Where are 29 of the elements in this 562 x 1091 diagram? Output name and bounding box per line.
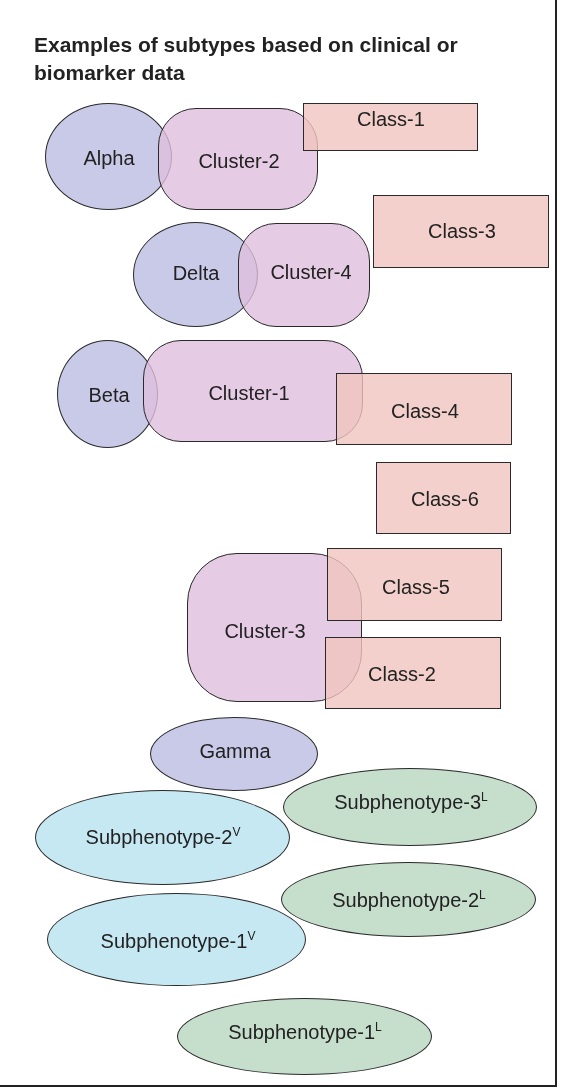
node-label: Cluster-3 bbox=[224, 619, 306, 643]
node-label: Subphenotype-1$^{L}$ bbox=[228, 1020, 382, 1044]
class-box bbox=[303, 103, 478, 151]
node-label: Class-1 bbox=[357, 107, 425, 131]
node-label: Class-6 bbox=[411, 487, 479, 511]
node-label: Subphenotype-2$^{V}$ bbox=[85, 825, 241, 849]
node-label: Cluster-4 bbox=[270, 260, 352, 284]
node-label: Gamma bbox=[199, 739, 271, 763]
node-label: Beta bbox=[88, 383, 130, 407]
class-box bbox=[327, 548, 502, 621]
node-label: Class-4 bbox=[391, 399, 459, 423]
node-label: Class-2 bbox=[368, 662, 436, 686]
cluster-shape bbox=[143, 340, 363, 442]
diagram-title: Examples of subtypes based on clinical or biomarker data bbox=[34, 32, 459, 86]
class-box bbox=[336, 373, 512, 445]
node-label: Class-3 bbox=[428, 219, 496, 243]
cluster-shape bbox=[158, 108, 318, 210]
node-label: Subphenotype-3$^{L}$ bbox=[334, 790, 488, 814]
node-label: Alpha bbox=[83, 146, 135, 170]
node-label: Subphenotype-1$^{V}$ bbox=[100, 929, 256, 953]
node-label: Subphenotype-2$^{L}$ bbox=[332, 888, 486, 912]
node-label: Class-5 bbox=[382, 575, 450, 599]
cluster-shape bbox=[238, 223, 370, 327]
node-label: Delta bbox=[172, 261, 220, 285]
class-box bbox=[373, 195, 549, 268]
node-label: Cluster-2 bbox=[198, 149, 280, 173]
node-label: Cluster-1 bbox=[208, 381, 290, 405]
class-box bbox=[325, 637, 501, 709]
class-box bbox=[376, 462, 511, 534]
